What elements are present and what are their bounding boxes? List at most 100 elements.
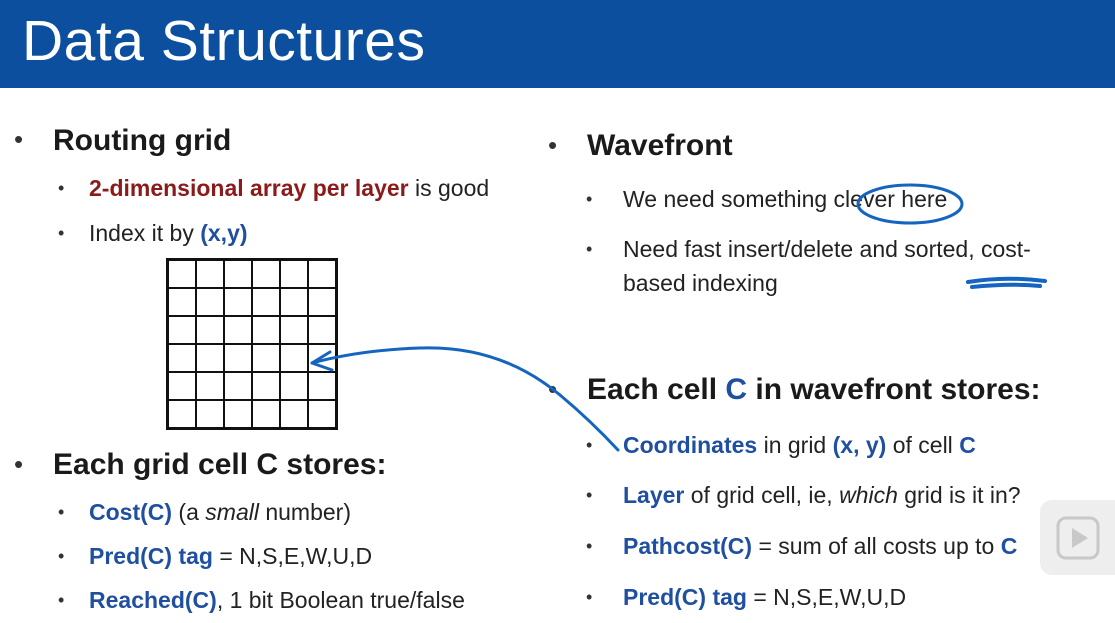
wave-heading-pre: Each cell (587, 373, 726, 406)
pred-label: Pred(C) tag (89, 543, 213, 569)
grid-cell (224, 344, 252, 372)
pathcost-c: C (1000, 533, 1018, 559)
title-bar: Data Structures (0, 0, 1115, 88)
coordinates-label: Coordinates (623, 432, 758, 458)
grid-cell (280, 400, 308, 428)
coordinates-arrow-line (310, 346, 620, 452)
bullet-dot: • (14, 124, 24, 154)
routing-grid-diagram (166, 258, 338, 430)
grid-cell (224, 260, 252, 288)
grid-cell (224, 288, 252, 316)
cell-pred-item: Pred(C) tag = N,S,E,W,U,D (89, 543, 372, 570)
index-text: Index it by (89, 220, 201, 246)
grid-cell (252, 288, 280, 316)
grid-cell (168, 344, 196, 372)
bullet-dot: • (586, 239, 593, 259)
arrow-head-icon (310, 350, 334, 372)
grid-cell (280, 260, 308, 288)
wavefront-item-clever: We need something clever here (623, 186, 948, 212)
wavefront-item-fast-line1: Need fast insert/delete and sorted, cost… (623, 236, 1031, 262)
wavefront-heading: Wavefront (587, 129, 733, 162)
grid-cell (280, 344, 308, 372)
cost-post: number) (258, 499, 351, 525)
grid-cell (224, 372, 252, 400)
grid-cell (308, 316, 336, 344)
pathcost-post: = sum of all costs up to (752, 533, 1001, 559)
grid-cell (252, 344, 280, 372)
grid-cell (252, 400, 280, 428)
bullet-dot: • (586, 587, 593, 607)
coordinates-c: C (959, 432, 976, 458)
layer-post: grid is it in? (897, 482, 1021, 508)
cell-stores-heading: Each grid cell C stores: (53, 448, 387, 481)
wave-layer-item: Layer of grid cell, ie, which grid is it… (623, 482, 1021, 509)
grid-cell (196, 400, 224, 428)
routing-item-index: Index it by (x,y) (89, 220, 248, 247)
wave-pred-post: = N,S,E,W,U,D (746, 584, 907, 610)
layer-italic: which (839, 482, 898, 508)
grid-cell (308, 288, 336, 316)
bullet-dot: • (58, 223, 65, 243)
reached-post: , 1 bit Boolean true/false (216, 587, 465, 613)
grid-cell (252, 372, 280, 400)
bullet-dot: • (58, 502, 65, 522)
grid-cell (252, 316, 280, 344)
clever-circle-mark (856, 183, 964, 225)
wavefront-item-fast-line2: based indexing (623, 270, 778, 296)
cost-label: Cost(C) (89, 499, 173, 525)
wave-heading-post: in wavefront stores: (747, 373, 1041, 406)
grid-cell (196, 288, 224, 316)
index-xy: (x,y) (200, 220, 248, 246)
bullet-dot: • (586, 485, 593, 505)
wave-coordinates-item: Coordinates in grid (x, y) of cell C (623, 432, 976, 459)
video-overlay-panel[interactable] (1040, 500, 1115, 575)
grid-cell (196, 316, 224, 344)
grid-cell (280, 372, 308, 400)
cost-pre: (a (172, 499, 206, 525)
coordinates-mid: in grid (757, 432, 833, 458)
grid-cell (168, 260, 196, 288)
grid-cell (196, 260, 224, 288)
bullet-dot: • (14, 449, 24, 479)
cell-cost-item: Cost(C) (a small number) (89, 499, 351, 526)
cell-reached-item: Reached(C), 1 bit Boolean true/false (89, 587, 465, 614)
bullet-dot: • (548, 130, 558, 160)
coordinates-xy: (x, y) (832, 432, 887, 458)
grid-cell (196, 372, 224, 400)
wave-heading-c: C (725, 373, 748, 406)
reached-label: Reached(C) (89, 587, 217, 613)
pathcost-label: Pathcost(C) (623, 533, 753, 559)
array-rest: is good (408, 175, 490, 201)
grid-cell (252, 260, 280, 288)
sorted-underline-mark (966, 276, 1047, 289)
grid-cell (308, 260, 336, 288)
wave-pred-label: Pred(C) tag (623, 584, 747, 610)
wave-pred-item: Pred(C) tag = N,S,E,W,U,D (623, 584, 906, 611)
play-icon[interactable] (1040, 500, 1115, 575)
grid-cell (308, 400, 336, 428)
routing-grid-heading: Routing grid (53, 124, 232, 157)
layer-pre: of grid cell, ie, (684, 482, 840, 508)
grid-cell (224, 400, 252, 428)
pred-post: = N,S,E,W,U,D (212, 543, 373, 569)
layer-label: Layer (623, 482, 685, 508)
grid-cell (196, 344, 224, 372)
coordinates-post: of cell (886, 432, 960, 458)
bullet-dot: • (58, 546, 65, 566)
grid-cell (224, 316, 252, 344)
bullet-dot: • (58, 590, 65, 610)
wave-cell-heading: Each cell C in wavefront stores: (587, 373, 1041, 407)
bullet-dot: • (586, 189, 593, 209)
cost-italic: small (205, 499, 259, 525)
array-highlight: 2-dimensional array per layer (89, 175, 409, 201)
bullet-dot: • (586, 435, 593, 455)
bullet-dot: • (58, 178, 65, 198)
grid-cell (308, 372, 336, 400)
slide-title: Data Structures (22, 9, 426, 73)
grid-cell (280, 316, 308, 344)
grid-cell (168, 288, 196, 316)
wave-pathcost-item: Pathcost(C) = sum of all costs up to C (623, 533, 1017, 560)
grid-cell (280, 288, 308, 316)
grid-cell (168, 400, 196, 428)
